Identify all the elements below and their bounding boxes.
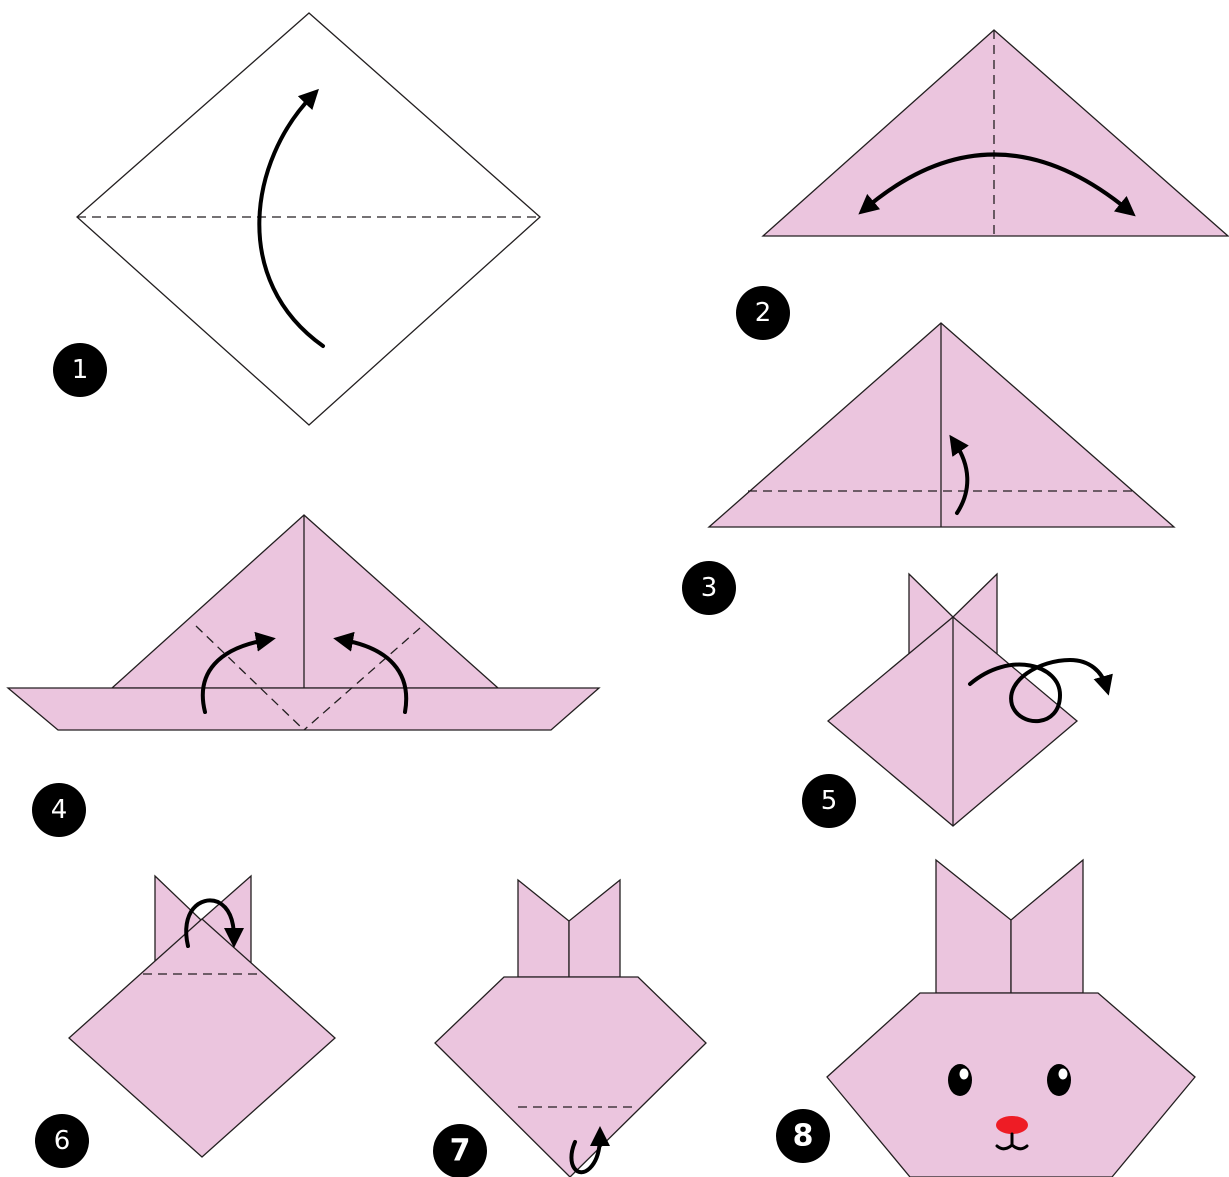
triangle-paper [763, 30, 1228, 236]
step-number: 7 [450, 1134, 471, 1169]
left-ear [936, 860, 1011, 993]
folded-bottom-band [8, 688, 599, 730]
nose [996, 1116, 1028, 1134]
square-paper [77, 13, 540, 425]
step-number: 4 [51, 795, 68, 825]
rabbit-head [827, 993, 1195, 1177]
step-number: 1 [72, 355, 89, 385]
step-number: 6 [54, 1126, 71, 1156]
step-2: 2 [736, 30, 1228, 340]
left-eye [948, 1064, 972, 1096]
step-number: 5 [821, 786, 838, 816]
step-number: 8 [793, 1119, 814, 1154]
step-5: 5 [802, 574, 1106, 828]
step-number: 2 [755, 298, 772, 328]
right-eye [1047, 1064, 1071, 1096]
head-diamond [69, 919, 335, 1157]
right-ear [1011, 860, 1083, 993]
triangle-paper [112, 515, 498, 688]
step-6: 6 [35, 876, 335, 1168]
step-7: 7 [433, 880, 706, 1177]
step-4: 4 [8, 515, 599, 837]
step-8: 8 [776, 860, 1195, 1177]
step-1: 1 [53, 13, 540, 425]
right-ear [569, 880, 620, 977]
step-3: 3 [682, 323, 1174, 615]
left-ear [518, 880, 569, 977]
step-number: 3 [701, 573, 718, 603]
